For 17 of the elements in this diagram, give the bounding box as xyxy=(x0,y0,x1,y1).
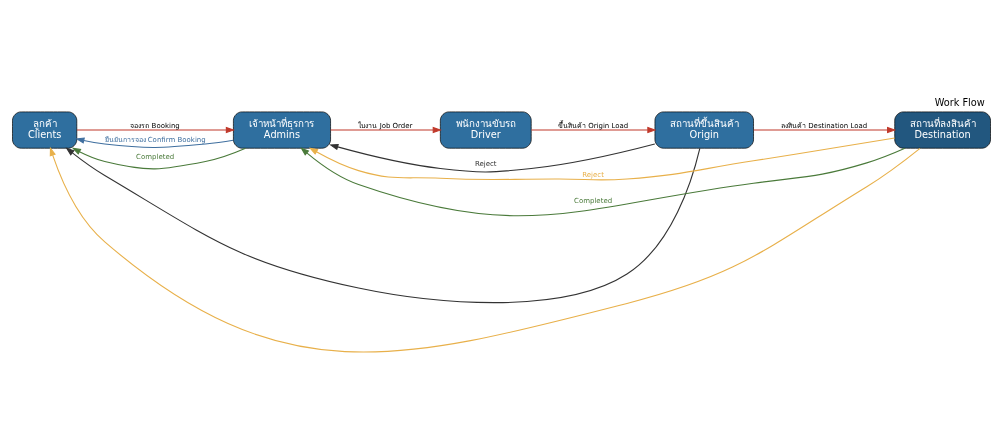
arrow xyxy=(71,147,247,170)
node-box: พนักงานขับรถ Driver xyxy=(439,111,532,149)
arrow xyxy=(330,126,442,134)
arrow xyxy=(329,143,656,173)
arrow xyxy=(65,147,701,304)
arrow xyxy=(75,137,234,149)
arrow xyxy=(49,146,921,353)
node-box: สถานที่ลงสินค้า Destination xyxy=(894,111,991,149)
arrow xyxy=(76,126,236,134)
diagram-title: Work Flow xyxy=(934,97,985,109)
arrow xyxy=(308,137,896,181)
arrow xyxy=(300,147,906,217)
node-box: ลูกค้า Clients xyxy=(12,111,78,149)
arrow xyxy=(530,126,657,134)
node-box: เจ้าหน้าที่ธุรการ Admins xyxy=(233,111,331,149)
arrow xyxy=(753,126,897,134)
node-box: สถานที่ขึ้นสินค้า Origin xyxy=(654,111,754,149)
